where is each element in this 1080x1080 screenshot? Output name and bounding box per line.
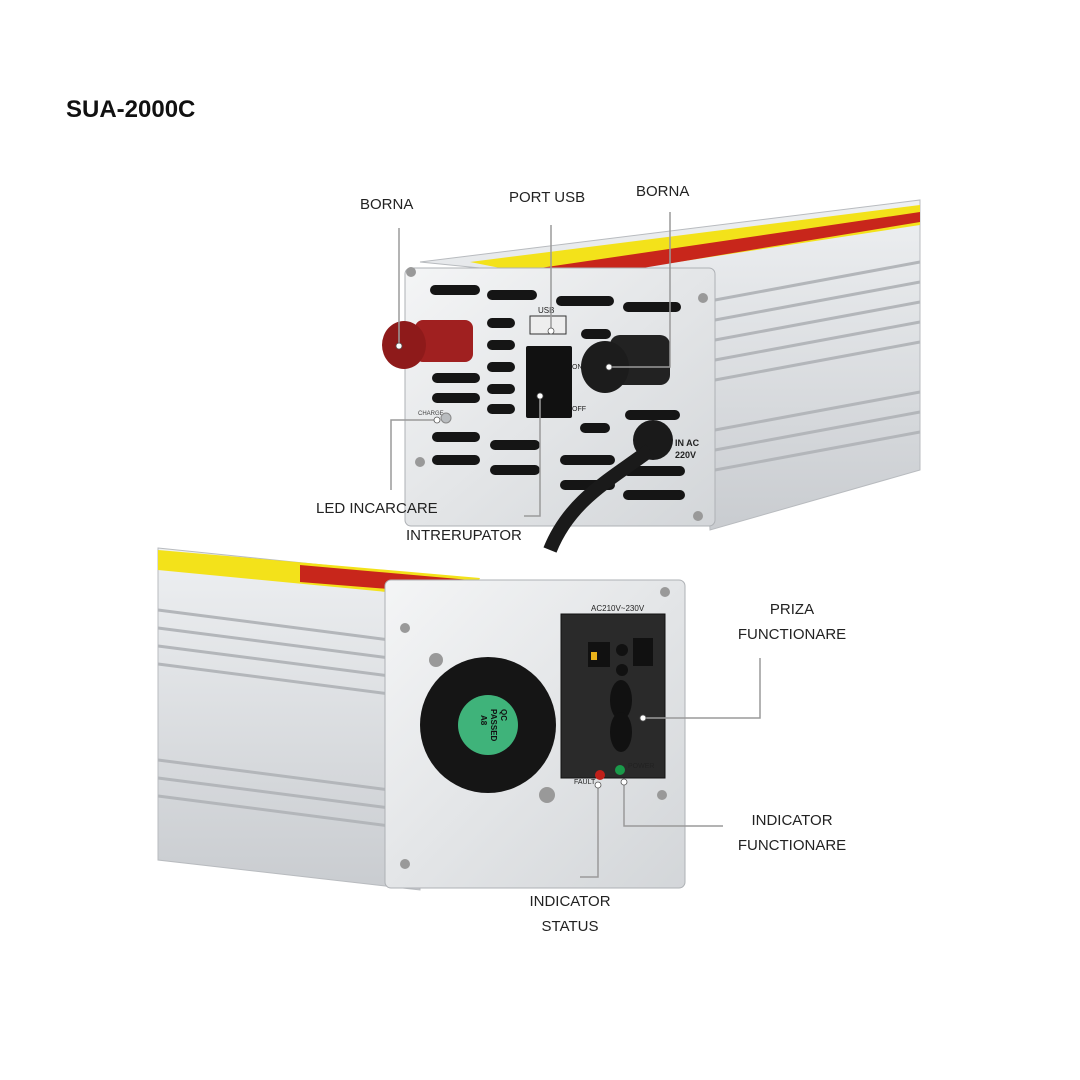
power-led xyxy=(615,765,625,775)
black-terminal xyxy=(581,335,670,393)
label-priza-line1: PRIZA xyxy=(769,601,815,618)
usb-marking: USB xyxy=(538,306,554,315)
power-switch xyxy=(526,346,572,418)
universal-socket xyxy=(560,613,666,779)
label-indicator-functionare: INDICATOR FUNCTIONARE xyxy=(734,808,850,858)
callout-borna-right xyxy=(609,212,671,368)
callout-indicator-functionare xyxy=(623,782,723,827)
off-marking: OFF xyxy=(572,406,586,413)
charge-marking: CHARGE xyxy=(418,411,444,417)
fault-marking: FAULT xyxy=(574,779,596,786)
product-model-title: SUA-2000C xyxy=(66,96,196,123)
callout-priza xyxy=(643,658,761,719)
label-indicator-functionare-line2: FUNCTIONARE xyxy=(737,837,847,854)
label-indicator-status: INDICATOR STATUS xyxy=(520,889,620,939)
label-intrerupator: INTRERUPATOR xyxy=(406,527,522,544)
label-priza-line2: FUNCTIONARE xyxy=(737,626,847,643)
callout-indicator-status xyxy=(580,785,599,878)
callout-dots xyxy=(395,327,647,789)
in-ac-marking: IN AC xyxy=(675,438,700,448)
label-indicator-functionare-line1: INDICATOR xyxy=(751,812,833,829)
label-led-incarcare: LED INCARCARE xyxy=(316,500,438,517)
callout-lines xyxy=(390,212,761,878)
label-port-usb: PORT USB xyxy=(509,189,586,206)
red-terminal xyxy=(382,320,473,369)
label-borna-right: BORNA xyxy=(636,183,690,200)
qc-sticker-line3: A8 xyxy=(479,715,488,726)
label-indicator-status-line2: STATUS xyxy=(541,918,599,935)
callout-led-incarcare xyxy=(390,419,437,490)
fault-led xyxy=(595,770,605,780)
qc-sticker-line1: QC xyxy=(499,709,508,721)
cooling-fan: QC PASSED A8 xyxy=(420,657,556,793)
label-indicator-status-line1: INDICATOR xyxy=(529,893,611,910)
ac-input-cable xyxy=(543,444,655,553)
inverter-bottom-view: QC PASSED A8 AC210V~230V FAULT POWER xyxy=(157,547,686,891)
label-borna-left: BORNA xyxy=(360,196,414,213)
socket-rating-marking: AC210V~230V xyxy=(591,604,645,613)
inverter-top-view: USB ON OFF CHARGE IN AC 220V xyxy=(382,199,921,553)
on-marking: ON xyxy=(572,364,583,371)
vent-slots xyxy=(430,285,685,500)
power-marking: POWER xyxy=(628,763,654,770)
qc-sticker-line2: PASSED xyxy=(489,709,498,742)
callout-intrerupator xyxy=(524,396,541,517)
charge-led xyxy=(440,412,452,424)
label-priza-functionare: PRIZA FUNCTIONARE xyxy=(734,597,850,647)
usb-port xyxy=(529,315,567,335)
input-voltage-marking: 220V xyxy=(675,450,696,460)
